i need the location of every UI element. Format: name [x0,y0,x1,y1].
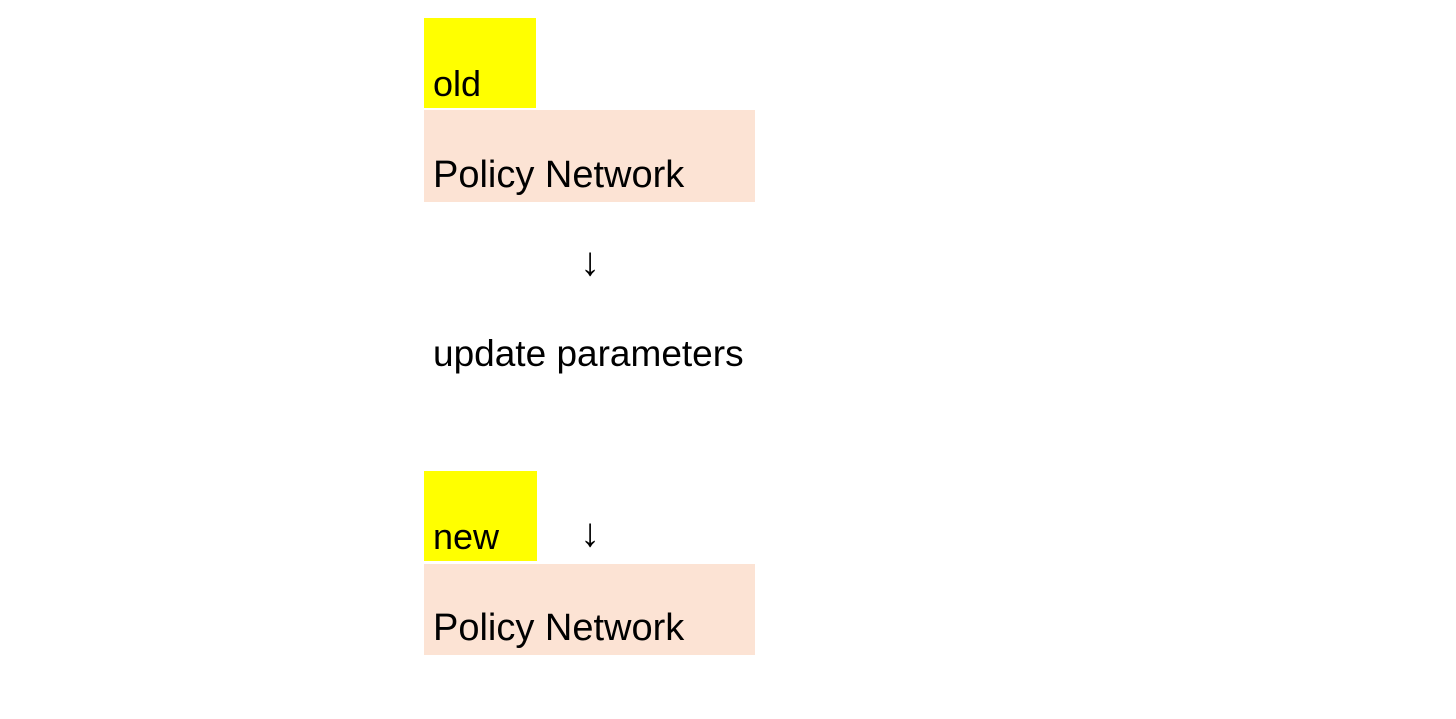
old-tag-label: old [433,63,482,104]
down-arrow-icon-top: ↓ [580,240,600,284]
update-parameters-label: update parameters [433,333,744,374]
policy-network-box-old: Policy Network [424,110,755,202]
new-tag-highlight: new [424,471,537,561]
policy-network-box-new: Policy Network [424,564,755,655]
policy-network-label-old: Policy Network [433,154,685,196]
down-arrow-icon-bottom: ↓ [580,511,600,555]
new-tag-label: new [433,516,500,557]
old-tag-highlight: old [424,18,536,108]
policy-network-label-new: Policy Network [433,607,685,649]
